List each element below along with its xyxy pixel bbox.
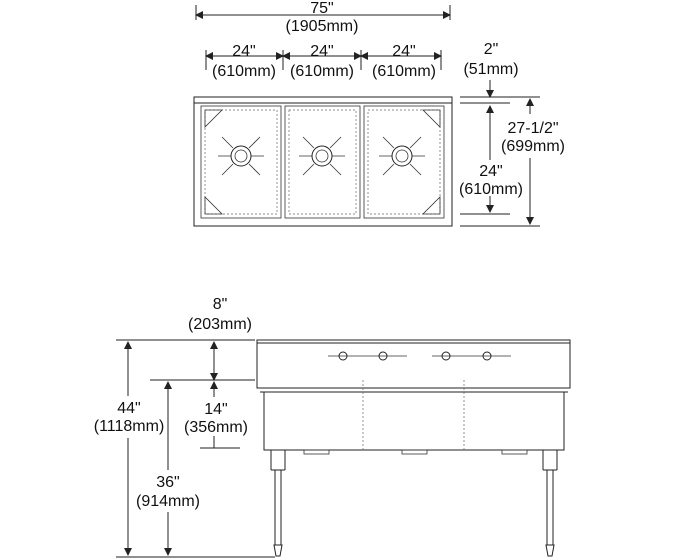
bowl-1-width-imperial: 24" xyxy=(232,43,255,60)
backsplash-depth-metric: (51mm) xyxy=(463,61,518,78)
overall-width-imperial: 75" xyxy=(310,0,333,17)
bowl-height-metric: (356mm) xyxy=(184,419,248,436)
bowl-height-imperial: 14" xyxy=(204,401,227,418)
backsplash-front xyxy=(256,339,571,389)
bowl-2-width-metric: (610mm) xyxy=(290,63,354,80)
splash-height-metric: (203mm) xyxy=(188,316,252,333)
drain-1 xyxy=(218,136,264,176)
bowl-depth-imperial: 24" xyxy=(479,163,502,180)
backsplash-depth-imperial: 2" xyxy=(484,41,499,58)
drain-3 xyxy=(379,136,425,176)
faucet-holes xyxy=(328,351,511,361)
overall-depth-imperial: 27-1/2" xyxy=(507,120,558,137)
bowl-1-outline xyxy=(200,105,282,219)
drain-2 xyxy=(299,136,345,176)
bowl-2-outline xyxy=(284,105,361,219)
sink-top-outline xyxy=(193,96,453,227)
overall-height-metric: (1118mm) xyxy=(94,418,165,435)
bowl-3-width-metric: (610mm) xyxy=(372,63,436,80)
rim-height-imperial: 36" xyxy=(156,474,179,491)
overall-depth-metric: (699mm) xyxy=(501,138,565,155)
splash-height-imperial: 8" xyxy=(213,296,228,313)
rim-height-metric: (914mm) xyxy=(136,493,200,510)
bowl-1-width-metric: (610mm) xyxy=(212,63,276,80)
legs xyxy=(270,450,558,557)
front-view: 8" (203mm) 14" (356mm) 44" (1118mm) 36" … xyxy=(94,296,571,558)
bowl-3-outline xyxy=(363,105,445,219)
overall-width-metric: (1905mm) xyxy=(286,18,359,35)
bowl-3-width-imperial: 24" xyxy=(392,43,415,60)
bowl-2-width-imperial: 24" xyxy=(310,43,333,60)
overall-height-imperial: 44" xyxy=(117,400,140,417)
bowl-body-front xyxy=(263,391,565,451)
bowl-depth-metric: (610mm) xyxy=(459,181,523,198)
top-view: 75" (1905mm) 24" (610mm) 24" (610mm) 24"… xyxy=(193,0,565,227)
